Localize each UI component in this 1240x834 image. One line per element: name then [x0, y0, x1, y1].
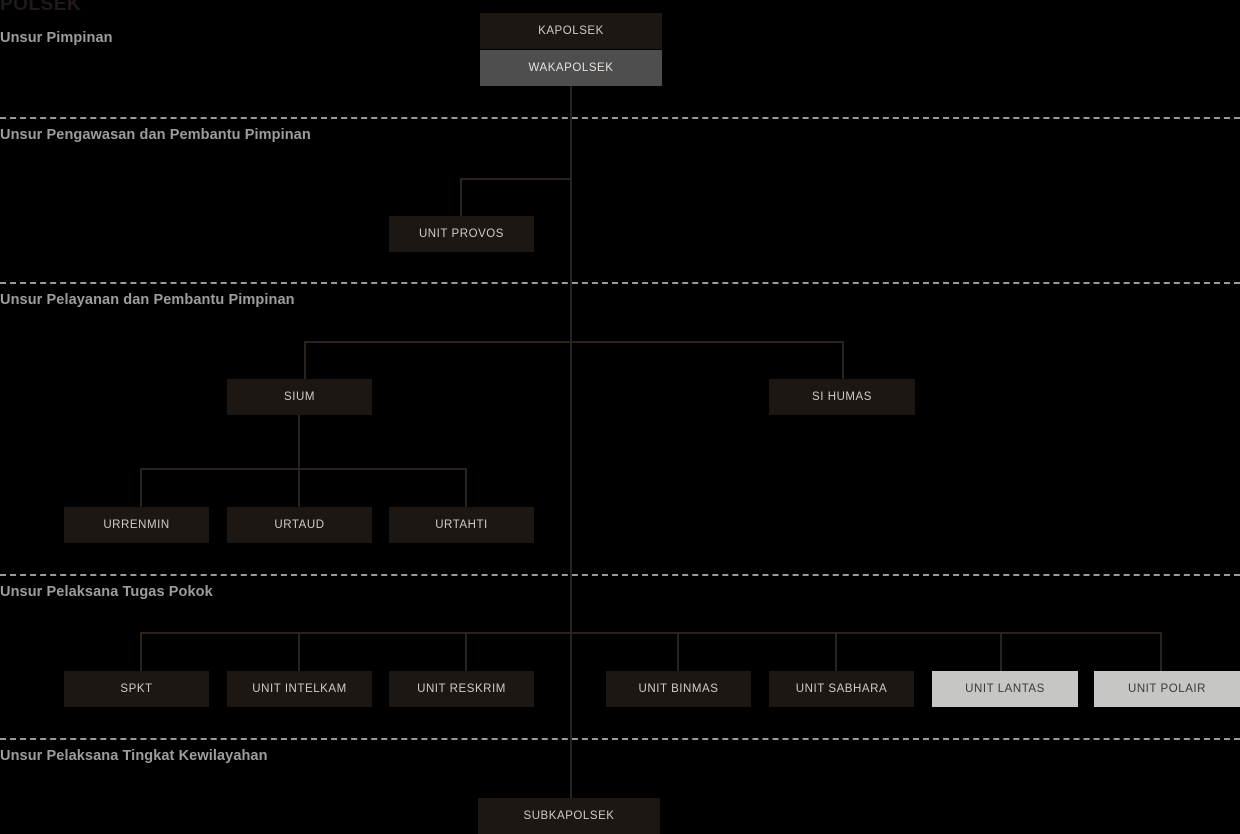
connector-provos-vertical: [460, 178, 462, 216]
connector-lantas-drop: [1000, 632, 1002, 671]
node-urrenmin[interactable]: URRENMIN: [64, 507, 209, 543]
section-divider-3: [0, 574, 1240, 576]
node-kapolsek[interactable]: KAPOLSEK: [480, 13, 662, 49]
node-urtahti[interactable]: URTAHTI: [389, 507, 534, 543]
connector-sabhara-drop: [835, 632, 837, 671]
node-wakapolsek[interactable]: WAKAPOLSEK: [480, 50, 662, 86]
connector-polair-drop: [1160, 632, 1162, 671]
section-label-unsur-pelayanan: Unsur Pelayanan dan Pembantu Pimpinan: [0, 292, 295, 308]
node-unit-reskrim[interactable]: UNIT RESKRIM: [389, 671, 534, 707]
node-sium[interactable]: SIUM: [227, 379, 372, 415]
connector-provos-horizontal: [460, 178, 572, 180]
node-urtaud[interactable]: URTAUD: [227, 507, 372, 543]
node-unit-lantas[interactable]: UNIT LANTAS: [932, 671, 1078, 707]
section-label-unsur-pelaksana-tugas-pokok: Unsur Pelaksana Tugas Pokok: [0, 584, 213, 600]
connector-urrenmin-drop: [140, 468, 142, 507]
connector-binmas-drop: [677, 632, 679, 671]
connector-spkt-drop: [140, 632, 142, 671]
section-label-unsur-pengawasan: Unsur Pengawasan dan Pembantu Pimpinan: [0, 127, 311, 143]
connector-sium-stem: [298, 415, 300, 469]
connector-sium-drop: [304, 341, 306, 379]
node-subkapolsek[interactable]: SUBKAPOLSEK: [478, 798, 660, 834]
connector-intelkam-drop: [298, 632, 300, 671]
node-unit-intelkam[interactable]: UNIT INTELKAM: [227, 671, 372, 707]
node-unit-sabhara[interactable]: UNIT SABHARA: [769, 671, 914, 707]
trunk-line-main: [570, 86, 572, 798]
node-spkt[interactable]: SPKT: [64, 671, 209, 707]
connector-reskrim-drop: [465, 632, 467, 671]
node-unit-binmas[interactable]: UNIT BINMAS: [606, 671, 751, 707]
page-title: POLSEK: [0, 0, 82, 15]
node-unit-provos[interactable]: UNIT PROVOS: [389, 216, 534, 252]
connector-sihumas-drop: [842, 341, 844, 379]
section-label-unsur-pimpinan: Unsur Pimpinan: [0, 30, 113, 46]
section-label-unsur-pelaksana-kewilayahan: Unsur Pelaksana Tingkat Kewilayahan: [0, 748, 268, 764]
section-divider-2: [0, 282, 1240, 284]
connector-urtaud-drop: [298, 468, 300, 507]
node-si-humas[interactable]: SI HUMAS: [769, 379, 915, 415]
section-divider-4: [0, 738, 1240, 740]
node-unit-polair[interactable]: UNIT POLAIR: [1094, 671, 1240, 707]
connector-tugas-pokok-bar: [140, 632, 1162, 634]
connector-pelayanan-bar: [304, 341, 844, 343]
connector-urusan-bar: [140, 468, 466, 470]
connector-urtahti-drop: [465, 468, 467, 507]
section-divider-1: [0, 117, 1240, 119]
